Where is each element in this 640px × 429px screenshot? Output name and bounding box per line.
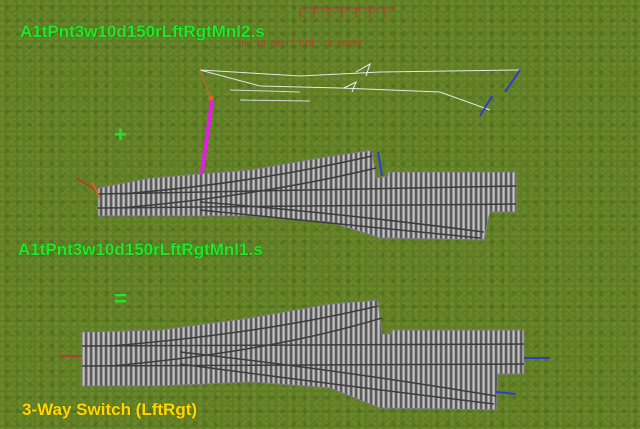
result-caption: 3-Way Switch (LftRgt) xyxy=(22,400,198,419)
plus-operator: + xyxy=(114,122,127,147)
equals-operator: = xyxy=(114,286,127,311)
track-piece-result[interactable] xyxy=(60,299,550,411)
track-piece-mnl1[interactable] xyxy=(75,149,517,241)
coordinate-readout: Line 10 00017 Lid -11 00305 xyxy=(232,40,362,49)
selection-pointer xyxy=(198,99,214,187)
wireframe-outline xyxy=(199,62,521,117)
shape-name-label-mid: A1tPnt3w10d150rLftRgtMnl1.s xyxy=(18,240,263,259)
grid-ruler xyxy=(299,6,393,18)
shape-name-label-top: A1tPnt3w10d150rLftRgtMnl2.s xyxy=(20,22,265,41)
